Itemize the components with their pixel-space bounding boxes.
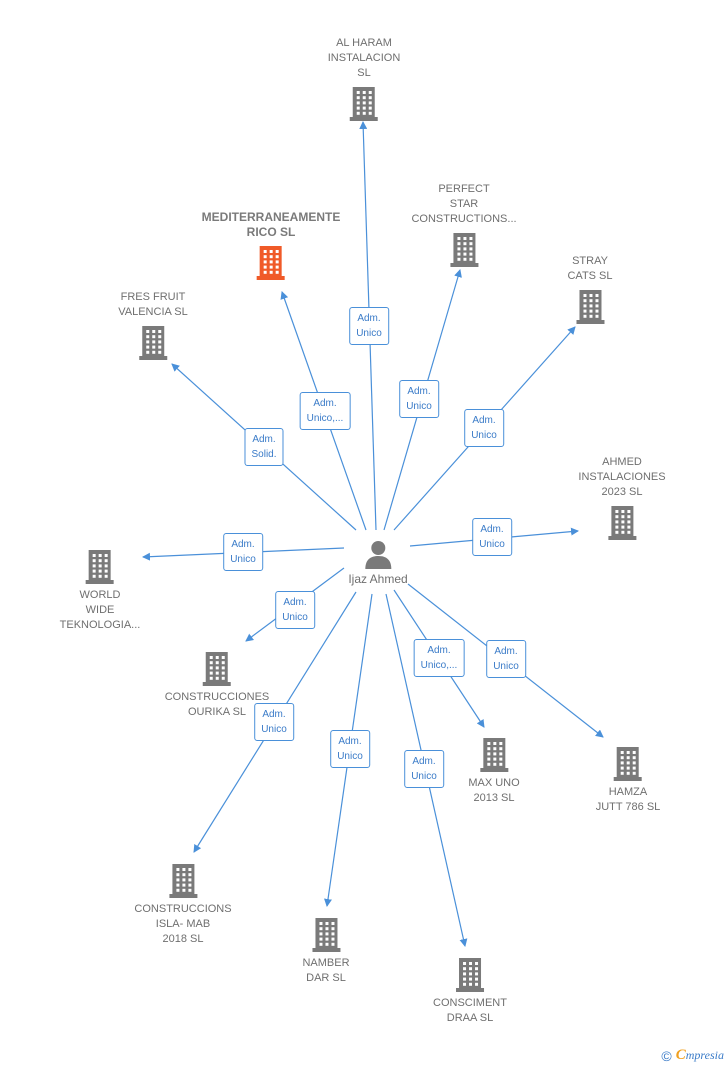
- relation-label-world-wide[interactable]: Adm. Unico: [223, 533, 263, 571]
- company-name: AHMED INSTALACIONES 2023 SL: [578, 456, 666, 498]
- company-node-al-haram[interactable]: AL HARAM INSTALACION SL: [327, 36, 401, 121]
- relation-label-fres-fruit[interactable]: Adm. Solid.: [244, 428, 284, 466]
- company-name: FRES FRUIT VALENCIA SL: [118, 291, 188, 318]
- relation-label-namber-dar[interactable]: Adm. Unico: [330, 730, 370, 768]
- building-icon: [348, 85, 380, 121]
- company-node-hamza[interactable]: HAMZA JUTT 786 SL: [595, 745, 661, 815]
- relation-label-ahmed-instalaciones[interactable]: Adm. Unico: [472, 518, 512, 556]
- brand-initial: C: [675, 1047, 686, 1063]
- company-name: CONSCIMENT DRAA SL: [433, 997, 507, 1024]
- company-name: NAMBER DAR SL: [302, 957, 350, 984]
- relation-label-max-uno[interactable]: Adm. Unico,...: [413, 639, 465, 677]
- company-name: WORLD WIDE TEKNOLOGIA...: [59, 589, 141, 631]
- company-name: CONSTRUCCIONES OURIKA SL: [164, 691, 270, 718]
- relation-label-isla-mab[interactable]: Adm. Unico: [254, 703, 294, 741]
- company-name: PERFECT STAR CONSTRUCTIONS...: [411, 183, 517, 225]
- relation-label-ourika[interactable]: Adm. Unico: [275, 591, 315, 629]
- building-icon: [478, 736, 510, 772]
- relation-label-al-haram[interactable]: Adm. Unico: [349, 307, 389, 345]
- building-icon: [84, 548, 116, 584]
- company-name: MAX UNO 2013 SL: [468, 777, 520, 804]
- company-name: MEDITERRANEAMENTE RICO SL: [201, 210, 341, 239]
- company-node-consciment[interactable]: CONSCIMENT DRAA SL: [433, 956, 507, 1026]
- brand-logo[interactable]: © Cmpresia: [661, 1047, 724, 1064]
- building-icon: [255, 244, 287, 280]
- building-icon: [574, 288, 606, 324]
- company-name: AL HARAM INSTALACION SL: [327, 37, 401, 79]
- building-icon: [612, 745, 644, 781]
- company-node-namber-dar[interactable]: NAMBER DAR SL: [302, 916, 350, 986]
- company-name: STRAY CATS SL: [567, 255, 613, 282]
- company-node-ahmed-instalaciones[interactable]: AHMED INSTALACIONES 2023 SL: [578, 455, 666, 540]
- company-node-fres-fruit[interactable]: FRES FRUIT VALENCIA SL: [118, 290, 188, 360]
- relation-label-mediterraneamente[interactable]: Adm. Unico,...: [299, 392, 351, 430]
- relation-label-stray-cats[interactable]: Adm. Unico: [464, 409, 504, 447]
- company-node-isla-mab[interactable]: CONSTRUCCIONS ISLA- MAB 2018 SL: [134, 862, 232, 947]
- person-icon: [365, 541, 391, 569]
- copyright-icon: ©: [661, 1047, 672, 1064]
- building-icon: [606, 504, 638, 540]
- building-icon: [310, 916, 342, 952]
- relation-label-consciment[interactable]: Adm. Unico: [404, 750, 444, 788]
- company-node-ourika[interactable]: CONSTRUCCIONES OURIKA SL: [164, 650, 270, 720]
- building-icon: [167, 862, 199, 898]
- company-node-world-wide[interactable]: WORLD WIDE TEKNOLOGIA...: [59, 548, 141, 633]
- company-node-perfect-star[interactable]: PERFECT STAR CONSTRUCTIONS...: [411, 182, 517, 267]
- building-icon: [137, 324, 169, 360]
- building-icon: [201, 650, 233, 686]
- center-person[interactable]: Ijaz Ahmed: [348, 540, 408, 586]
- company-name: CONSTRUCCIONS ISLA- MAB 2018 SL: [134, 903, 232, 945]
- relation-label-perfect-star[interactable]: Adm. Unico: [399, 380, 439, 418]
- company-node-mediterraneamente[interactable]: MEDITERRANEAMENTE RICO SL: [201, 210, 341, 280]
- building-icon: [454, 956, 486, 992]
- brand-name: mpresia: [685, 1048, 724, 1062]
- person-name: Ijaz Ahmed: [348, 572, 408, 586]
- company-node-stray-cats[interactable]: STRAY CATS SL: [567, 254, 613, 324]
- building-icon: [448, 231, 480, 267]
- relation-label-hamza[interactable]: Adm. Unico: [486, 640, 526, 678]
- company-name: HAMZA JUTT 786 SL: [595, 786, 661, 813]
- company-node-max-uno[interactable]: MAX UNO 2013 SL: [468, 736, 520, 806]
